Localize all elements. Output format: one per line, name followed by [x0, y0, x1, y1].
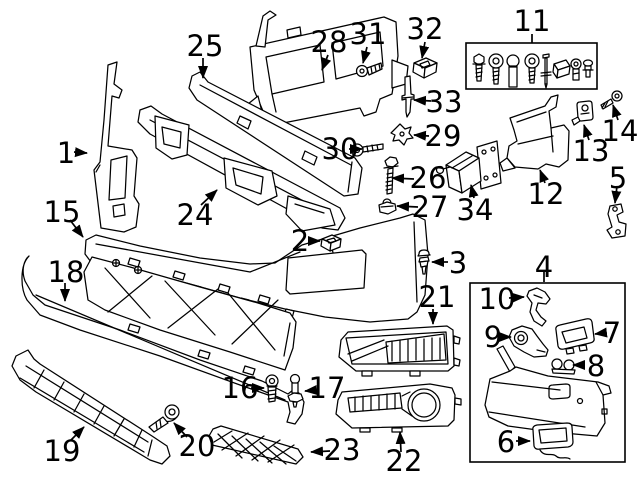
part-label-11: 11	[514, 4, 551, 38]
leader-arrow-13	[583, 124, 593, 141]
part-label-1: 1	[57, 136, 75, 170]
skid-plate-panel-drawing	[83, 256, 297, 371]
part-label-12: 12	[528, 177, 565, 211]
part-label-6: 6	[497, 425, 515, 459]
part-3-rivet-drawing	[417, 249, 431, 275]
part-label-19: 19	[44, 434, 81, 468]
part-20-bolt-drawing	[148, 404, 180, 433]
part-label-15: 15	[44, 195, 81, 229]
leader-arrow-17	[304, 385, 318, 395]
part-label-16: 16	[222, 371, 259, 405]
part-31-screw-drawing	[355, 62, 383, 78]
leader-arrow-20	[173, 422, 188, 438]
leader-arrow-34	[468, 184, 479, 199]
corner-kit-box-4	[469, 282, 626, 463]
fastener-kit-box-11	[465, 42, 598, 90]
leader-arrow-29	[413, 130, 430, 141]
part-5-bracket-drawing	[606, 203, 627, 239]
part-label-13: 13	[573, 134, 610, 168]
leader-arrow-15	[69, 219, 84, 238]
part-12-bracket-drawing	[499, 94, 570, 172]
part-label-2: 2	[291, 224, 309, 258]
kit-box-4-outline	[469, 282, 626, 463]
leader-arrow-24	[200, 189, 218, 206]
part-label-30: 30	[322, 132, 359, 166]
leader-arrows	[60, 34, 622, 457]
part-label-22: 22	[386, 444, 423, 478]
part-label-24: 24	[177, 198, 214, 232]
part-15-bumper-cover-drawing	[84, 213, 429, 323]
part-26-bolt-drawing	[383, 156, 399, 195]
leader-arrow-23	[310, 446, 331, 457]
part-label-23: 23	[324, 433, 361, 467]
part-label-7: 7	[603, 316, 621, 350]
part-10-bracket-drawing	[526, 287, 551, 327]
part-label-31: 31	[350, 17, 387, 51]
leader-arrow-14	[612, 104, 622, 121]
part-label-21: 21	[419, 280, 456, 314]
part-label-25: 25	[187, 29, 224, 63]
part-label-18: 18	[48, 255, 85, 289]
part-29-clip-drawing	[390, 123, 414, 146]
part-number-labels: 1 2 3 4 5 6 7 8 9 10 11 12 13 14 15 16 1…	[44, 4, 639, 478]
part-25-impact-absorber-upper-drawing	[188, 71, 363, 197]
bumper-corner-section-drawing	[484, 345, 612, 437]
leader-arrow-33	[413, 95, 432, 106]
part-14-screw-drawing	[600, 90, 623, 110]
part-27-nut-drawing	[378, 198, 397, 215]
part-9-grommet-bracket-drawing	[508, 325, 549, 358]
part-32-clip-drawing	[412, 57, 438, 79]
part-16-screw-drawing	[265, 374, 279, 403]
part-13-clip-drawing	[571, 100, 594, 126]
part-label-33: 33	[426, 85, 463, 119]
part-label-26: 26	[410, 161, 447, 195]
part-22-fog-grille-open-drawing	[335, 383, 462, 433]
part-label-29: 29	[425, 119, 462, 153]
part-34-crash-box-drawing	[435, 140, 502, 194]
part-label-34: 34	[457, 193, 494, 227]
part-19-lower-grille-drawing	[11, 349, 171, 465]
part-17-screw-drawing	[287, 373, 304, 408]
kit-11-fasteners-drawing	[472, 53, 594, 89]
part-label-4: 4	[535, 250, 553, 284]
part-1-side-bracket-drawing	[93, 61, 140, 233]
part-2-clip-drawing	[320, 234, 342, 252]
leader-arrow-27	[396, 201, 419, 212]
leader-arrow-32	[419, 41, 430, 59]
part-7-tow-hook-cover-drawing	[555, 318, 595, 355]
part-label-8: 8	[587, 349, 605, 383]
leader-arrow-28	[321, 54, 332, 71]
leader-arrow-26	[391, 173, 415, 184]
part-label-14: 14	[602, 114, 639, 148]
part-label-5: 5	[609, 161, 627, 195]
part-label-20: 20	[179, 429, 216, 463]
part-8-clip-drawing	[551, 358, 576, 375]
part-6-tow-eye-cover-drawing	[532, 422, 574, 460]
leader-arrow-31	[361, 46, 371, 64]
part-label-32: 32	[407, 12, 444, 46]
part-33-pin-drawing	[401, 75, 415, 118]
part-21-fog-grille-drawing	[338, 325, 461, 377]
part-18-lower-trim-strip-drawing	[21, 255, 305, 425]
leader-arrow-1	[73, 147, 88, 158]
part-label-17: 17	[309, 371, 346, 405]
leader-arrow-22	[395, 431, 406, 453]
leader-arrow-19	[69, 426, 85, 442]
part-label-9: 9	[484, 320, 502, 354]
part-label-28: 28	[311, 25, 348, 59]
part-label-3: 3	[449, 246, 467, 280]
leader-arrow-10	[508, 292, 525, 303]
part-label-10: 10	[479, 282, 516, 316]
part-23-mesh-grille-drawing	[208, 425, 304, 465]
part-label-27: 27	[412, 190, 449, 224]
leader-arrow-12	[539, 169, 549, 184]
leader-arrow-7	[594, 327, 608, 338]
leader-arrow-5	[611, 185, 622, 204]
part-24-impact-absorber-lower-drawing	[137, 105, 346, 232]
